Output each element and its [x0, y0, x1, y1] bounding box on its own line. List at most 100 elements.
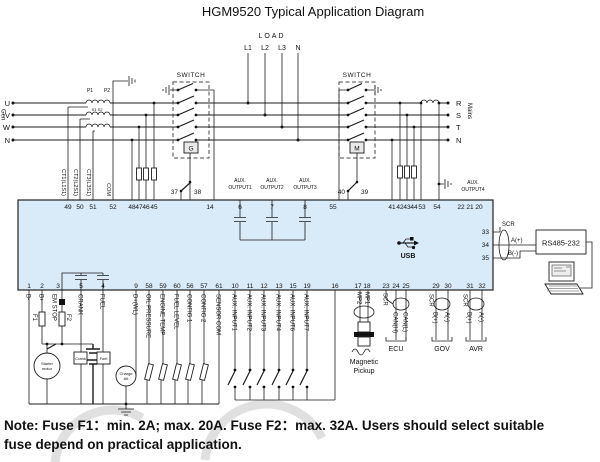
aux-output3-label: OUTPUT3 — [293, 185, 317, 191]
terminal-45: 45 — [150, 204, 158, 211]
gov-label: GOV — [434, 346, 450, 353]
battery-icon — [86, 344, 100, 404]
earth-ground-icon — [374, 85, 382, 95]
shield-icon — [392, 297, 410, 311]
terminal-4: 4 — [101, 283, 105, 290]
aux-output-contacts-123 — [234, 200, 311, 241]
svg-text:Pickup: Pickup — [353, 368, 374, 375]
config1-label: CONFIG 1 — [186, 294, 192, 323]
gen-bus-lines — [11, 101, 178, 142]
mains-label: Mains — [466, 103, 472, 119]
avr-scr-label: SCR — [462, 294, 468, 307]
aux-output4-earth — [437, 179, 452, 189]
mp1-label: MP1 — [364, 292, 370, 305]
terminal-11: 11 — [247, 283, 254, 290]
terminal-12: 12 — [260, 283, 268, 290]
ct3-label: CT3(L3S1) — [85, 169, 91, 196]
svg-text:AUX.: AUX. — [299, 178, 311, 184]
fuel-label: FUEL — [99, 294, 105, 310]
mains-phase-t: T — [456, 123, 461, 132]
rs485-wires — [493, 227, 536, 261]
avr-bplus-label: B(+) — [466, 312, 472, 324]
ct-p1-label: P1 — [87, 88, 93, 94]
fuse-icon — [151, 167, 157, 181]
mains-phase-r: R — [456, 99, 462, 108]
note-line2: fuse depend on practical application. — [4, 437, 242, 452]
gen-switch — [162, 81, 215, 200]
terminal-42: 42 — [396, 204, 404, 211]
avr-label: AVR — [469, 346, 483, 353]
shield-icon — [433, 297, 451, 311]
shield-icon — [467, 297, 485, 311]
terminal-40: 40 — [338, 189, 346, 196]
terminal-51: 51 — [89, 204, 97, 211]
fuel-relay-box — [96, 351, 111, 365]
bus-tie-lines — [196, 102, 348, 141]
usb-icon — [397, 237, 419, 250]
terminal-49: 49 — [64, 204, 72, 211]
terminal-3: 3 — [56, 283, 60, 290]
can-h-label: CAN(H) — [392, 312, 398, 333]
load-feeders — [246, 53, 300, 142]
oil-pressure-label: OIL PRESSURE — [145, 294, 151, 338]
aux-input6-label: AUX. INPUT6 — [289, 294, 295, 332]
terminal-52: 52 — [109, 204, 117, 211]
fuse-f2-icon — [58, 311, 66, 327]
mains-phase-s: S — [456, 111, 461, 120]
terminal-33: 33 — [482, 229, 490, 236]
sensor-com-label: SENSOR COM — [215, 294, 221, 335]
terminal-31: 31 — [466, 283, 474, 290]
terminal-16: 16 — [331, 283, 339, 290]
gen-contactor-coil — [183, 141, 199, 154]
earth-ground-icon — [118, 404, 134, 416]
terminal-5: 5 — [79, 283, 83, 290]
ecu-label: ECU — [389, 346, 404, 353]
laptop-icon — [544, 261, 584, 295]
terminal-56: 56 — [186, 283, 194, 290]
terminal-53: 53 — [418, 204, 426, 211]
crank-label: CRANK — [77, 294, 83, 315]
terminal-23: 23 — [382, 283, 390, 290]
aux-input3-label: AUX. INPUT3 — [260, 294, 266, 332]
terminal-55: 55 — [329, 204, 337, 211]
usb-label: USB — [401, 253, 416, 260]
terminal-48: 48 — [128, 204, 136, 211]
battery-starter-circuit — [28, 290, 219, 416]
ecu-group — [385, 290, 410, 342]
terminal-44: 44 — [410, 204, 418, 211]
fuel-level-label: FUEL LEVEL — [173, 294, 179, 330]
terminal-25: 25 — [402, 283, 410, 290]
terminal-58: 58 — [145, 283, 153, 290]
svg-text:AUX.: AUX. — [234, 178, 246, 184]
svg-text:AUX.: AUX. — [266, 178, 278, 184]
ct-secondary-wires — [67, 76, 136, 200]
aux-input-switches — [227, 290, 336, 401]
sensor-icon — [172, 363, 182, 381]
fuse-icon — [411, 165, 417, 179]
earth-ground-icon — [162, 85, 170, 95]
terminal-20: 20 — [475, 204, 483, 211]
aux-input1-label: AUX. INPUT1 — [231, 294, 237, 332]
terminal-13: 13 — [275, 283, 283, 290]
mains-coil-letter: M — [354, 146, 359, 153]
terminal-50: 50 — [76, 204, 84, 211]
fuse-icon — [143, 167, 149, 181]
magnetic-pickup-icon — [351, 290, 375, 356]
terminal-47: 47 — [135, 204, 143, 211]
mains-switch-label: SWITCH — [343, 72, 372, 79]
laptop-wire — [580, 241, 593, 289]
terminal-21: 21 — [466, 204, 474, 211]
ecu-scr-label: SCR — [382, 293, 388, 306]
mains-sense-wires — [390, 101, 441, 200]
fuel-relay-label: Fuel — [100, 356, 108, 361]
terminal-29: 29 — [432, 283, 440, 290]
terminal-1: 1 — [27, 283, 31, 290]
rs485-converter-box — [535, 229, 587, 255]
scr-shield-label: SCR — [502, 222, 515, 228]
em-stop-label: EM STOP — [51, 294, 57, 321]
gov-bplus-label: B(+) — [432, 312, 438, 324]
emergency-stop-button-icon — [59, 299, 65, 305]
engine-temp-label: ENGINE TEMP — [159, 294, 165, 335]
crank-relay-label: Crank — [75, 356, 86, 361]
aux-input7-label: AUX. INPUT7 — [303, 294, 309, 332]
